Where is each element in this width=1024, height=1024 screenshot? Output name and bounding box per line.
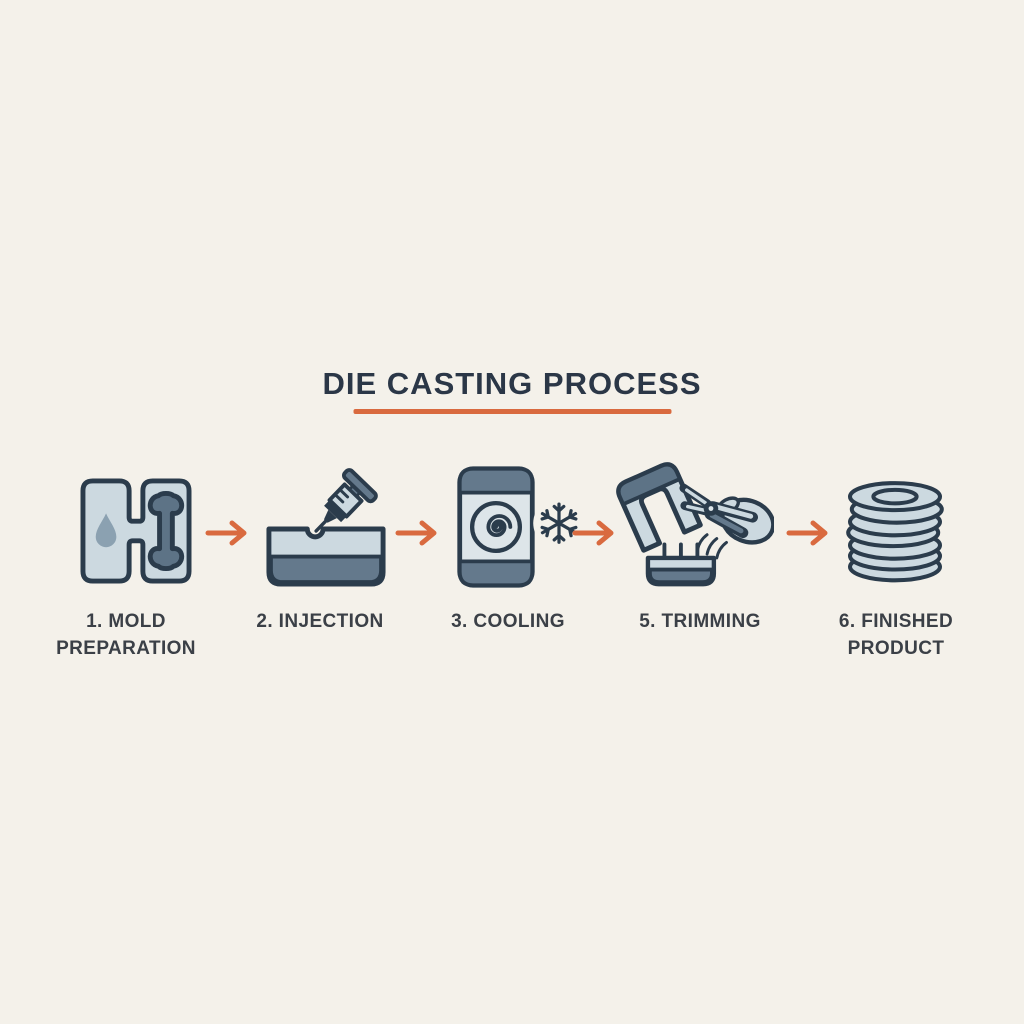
arrow-right-icon	[786, 520, 828, 546]
step-label-cooling: 3. COOLING	[451, 611, 565, 632]
pliers-trimming-icon	[616, 462, 774, 587]
page-title: DIE CASTING PROCESS	[322, 366, 702, 401]
ring-hole	[871, 487, 919, 506]
mold-halves-icon	[80, 478, 192, 584]
arrow-right-icon	[205, 520, 247, 546]
cast-part-shape	[616, 462, 703, 553]
swirl-spiral	[486, 514, 513, 537]
motion-lines	[695, 533, 728, 560]
step-label-trimming: 5. TRIMMING	[639, 611, 761, 632]
step-label-injection: 2. INJECTION	[256, 611, 384, 632]
droplet-shape	[95, 513, 117, 548]
title-block: DIE CASTING PROCESS	[323, 366, 702, 414]
mold-snowflake-icon	[457, 466, 584, 588]
pliers-shape	[679, 483, 758, 539]
title-underline	[353, 409, 671, 414]
step-label-finished-product: 6. FINISHED PRODUCT	[838, 611, 954, 659]
syringe-shape	[314, 468, 378, 533]
arrow-right-icon	[572, 520, 614, 546]
trim-bin-shape	[645, 542, 717, 587]
syringe-tray-icon	[266, 468, 386, 587]
tray-bottom-band	[268, 554, 384, 585]
stacked-rings-icon	[846, 481, 944, 583]
bone-cavity-shape	[147, 490, 185, 572]
mold-top-band	[457, 466, 535, 495]
step-label-mold-preparation: 1. MOLD PREPARATION	[56, 611, 196, 659]
mold-bottom-band	[457, 559, 535, 588]
arrow-right-icon	[395, 520, 437, 546]
